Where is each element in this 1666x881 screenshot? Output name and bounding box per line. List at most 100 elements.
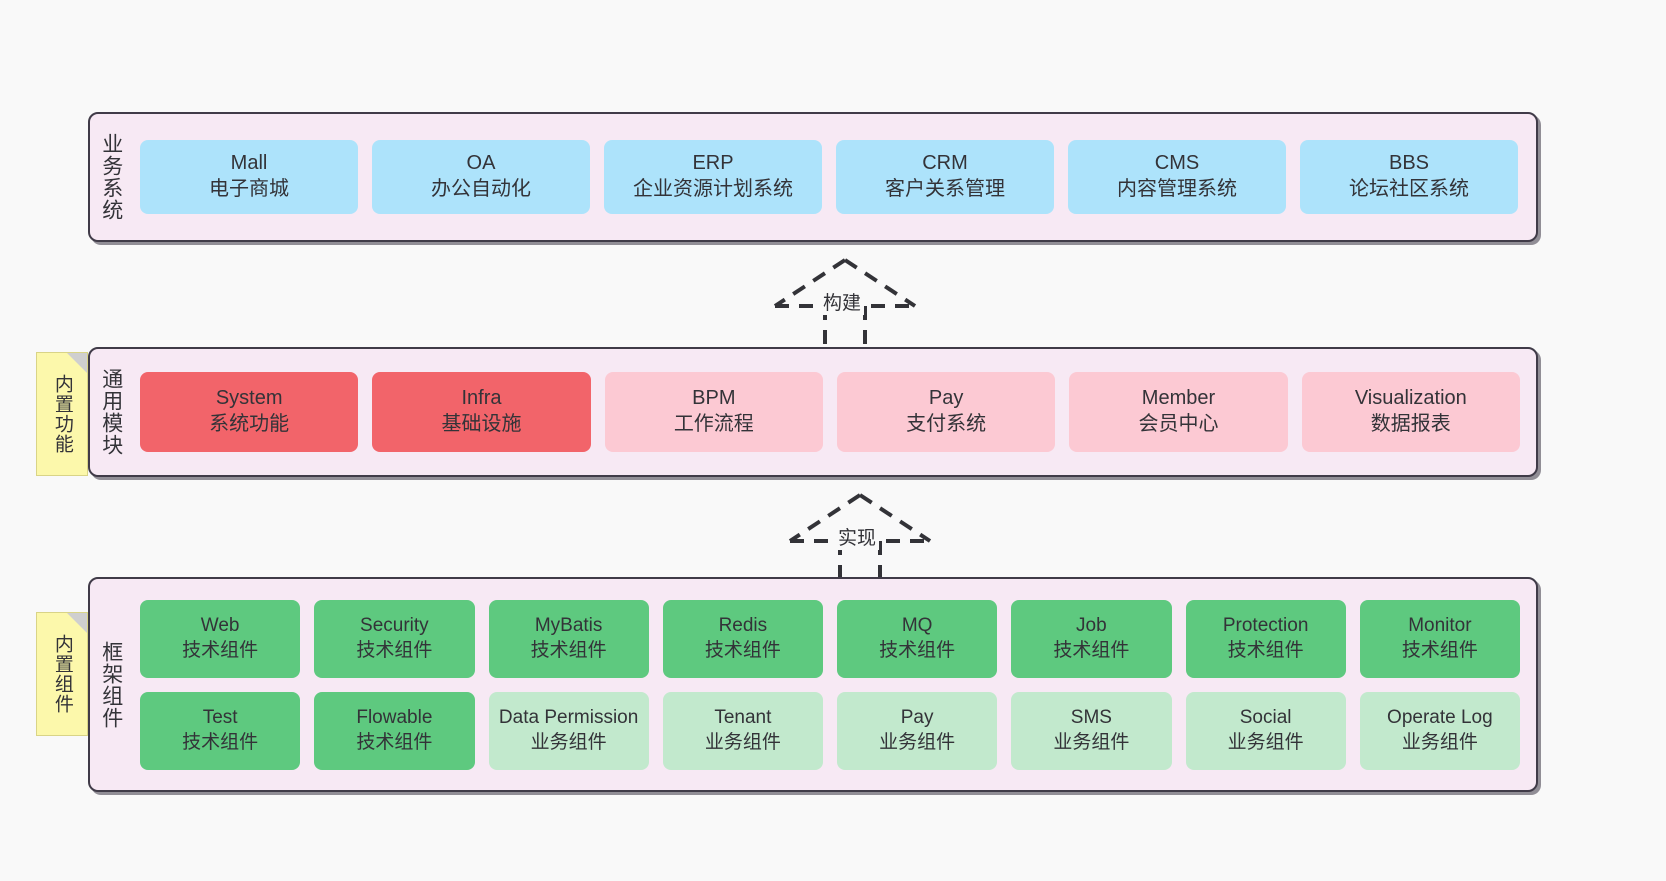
node-title-en: Mall <box>230 152 268 175</box>
node-title-cn: 业务组件 <box>704 731 781 753</box>
node-mq[interactable]: MQ 技术组件 <box>837 599 998 678</box>
connector-label-build: 构建 <box>820 288 865 315</box>
node-sms[interactable]: SMS 业务组件 <box>1011 691 1172 770</box>
layer-label-business-systems: 业务系统 <box>99 133 123 221</box>
connector-implement: 实现 <box>750 487 970 587</box>
node-title-cn: 技术组件 <box>1053 639 1130 661</box>
node-title-cn: 企业资源计划系统 <box>633 178 793 200</box>
node-title-en: Member <box>1141 387 1216 410</box>
node-title-cn: 数据报表 <box>1370 413 1451 435</box>
node-title-en: Data Permission <box>498 707 639 729</box>
node-title-en: Infra <box>461 387 502 410</box>
node-data-permission[interactable]: Data Permission 业务组件 <box>488 691 649 770</box>
node-title-en: CRM <box>922 152 968 175</box>
node-title-cn: 办公自动化 <box>431 178 531 200</box>
layer-common-modules: 通用模块 System 系统功能 Infra 基础设施 BPM 工作流程 Pay… <box>88 347 1538 477</box>
node-title-en: Job <box>1076 615 1107 637</box>
node-job[interactable]: Job 技术组件 <box>1011 599 1172 678</box>
node-system[interactable]: System 系统功能 <box>140 372 359 452</box>
node-title-en: Pay <box>900 707 934 729</box>
node-title-cn: 业务组件 <box>530 731 607 753</box>
node-cms[interactable]: CMS 内容管理系统 <box>1068 140 1286 214</box>
node-title-cn: 系统功能 <box>209 413 290 435</box>
layer-label-common-modules: 通用模块 <box>99 368 123 456</box>
node-bpm[interactable]: BPM 工作流程 <box>604 372 823 452</box>
node-title-cn: 技术组件 <box>182 639 259 661</box>
node-monitor[interactable]: Monitor 技术组件 <box>1359 599 1520 678</box>
node-title-cn: 会员中心 <box>1138 413 1219 435</box>
node-title-en: Visualization <box>1354 387 1467 410</box>
node-visualization[interactable]: Visualization 数据报表 <box>1301 372 1520 452</box>
node-mybatis[interactable]: MyBatis 技术组件 <box>488 599 649 678</box>
layer-body-framework-components: Web 技术组件 Security 技术组件 MyBatis 技术组件 Redi… <box>132 579 1536 790</box>
node-title-cn: 业务组件 <box>1401 731 1478 753</box>
layer-framework-components: 框架组件 Web 技术组件 Security 技术组件 MyBatis 技术组件… <box>88 577 1538 792</box>
node-title-en: Test <box>202 707 238 729</box>
node-title-en: CMS <box>1154 152 1200 175</box>
node-tenant[interactable]: Tenant 业务组件 <box>662 691 823 770</box>
node-title-en: Pay <box>928 387 964 410</box>
node-title-en: SMS <box>1070 707 1112 729</box>
node-title-en: Monitor <box>1408 615 1472 637</box>
node-flowable[interactable]: Flowable 技术组件 <box>314 691 475 770</box>
layer-row: Test 技术组件 Flowable 技术组件 Data Permission … <box>140 691 1520 770</box>
node-title-en: MQ <box>901 615 933 637</box>
node-title-en: Tenant <box>714 707 772 729</box>
node-title-cn: 技术组件 <box>356 639 433 661</box>
node-infra[interactable]: Infra 基础设施 <box>372 372 591 452</box>
node-security[interactable]: Security 技术组件 <box>314 599 475 678</box>
node-member[interactable]: Member 会员中心 <box>1069 372 1288 452</box>
node-protection[interactable]: Protection 技术组件 <box>1185 599 1346 678</box>
node-mall[interactable]: Mall 电子商城 <box>140 140 358 214</box>
node-pay-module[interactable]: Pay 支付系统 <box>836 372 1056 452</box>
layer-row: System 系统功能 Infra 基础设施 BPM 工作流程 Pay 支付系统… <box>140 372 1520 452</box>
note-fold-icon <box>67 353 87 373</box>
node-title-en: Redis <box>718 615 768 637</box>
node-title-en: Operate Log <box>1387 707 1493 729</box>
node-title-cn: 工作流程 <box>673 413 754 435</box>
node-title-cn: 基础设施 <box>441 413 522 435</box>
node-title-en: Security <box>360 615 429 637</box>
node-title-cn: 业务组件 <box>879 731 956 753</box>
node-title-cn: 技术组件 <box>1401 639 1478 661</box>
node-title-en: OA <box>466 152 496 175</box>
node-title-cn: 业务组件 <box>1053 731 1130 753</box>
note-label: 内置功能 <box>51 374 73 454</box>
node-title-en: MyBatis <box>534 615 603 637</box>
node-title-en: Flowable <box>356 707 433 729</box>
node-title-cn: 客户关系管理 <box>885 178 1005 200</box>
node-bbs[interactable]: BBS 论坛社区系统 <box>1300 140 1518 214</box>
node-title-cn: 电子商城 <box>209 178 289 200</box>
node-operate-log[interactable]: Operate Log 业务组件 <box>1359 691 1520 770</box>
layer-label-framework-components: 框架组件 <box>99 640 123 729</box>
node-title-en: Social <box>1239 707 1292 729</box>
layer-row: Mall 电子商城 OA 办公自动化 ERP 企业资源计划系统 CRM 客户关系… <box>140 140 1518 214</box>
node-title-cn: 技术组件 <box>1227 639 1304 661</box>
node-oa[interactable]: OA 办公自动化 <box>372 140 590 214</box>
layer-body-common-modules: System 系统功能 Infra 基础设施 BPM 工作流程 Pay 支付系统… <box>132 349 1536 475</box>
node-title-en: System <box>215 387 283 410</box>
node-web[interactable]: Web 技术组件 <box>140 599 301 678</box>
node-title-cn: 技术组件 <box>879 639 956 661</box>
node-test[interactable]: Test 技术组件 <box>140 691 301 770</box>
node-erp[interactable]: ERP 企业资源计划系统 <box>604 140 822 214</box>
node-title-cn: 支付系统 <box>906 413 987 435</box>
node-redis[interactable]: Redis 技术组件 <box>662 599 823 678</box>
node-pay-component[interactable]: Pay 业务组件 <box>837 691 998 770</box>
layer-business-systems: 业务系统 Mall 电子商城 OA 办公自动化 ERP 企业资源计划系统 CRM… <box>88 112 1538 242</box>
note-fold-icon <box>67 613 87 633</box>
node-title-cn: 业务组件 <box>1227 731 1304 753</box>
layer-body-business-systems: Mall 电子商城 OA 办公自动化 ERP 企业资源计划系统 CRM 客户关系… <box>132 114 1536 240</box>
note-builtin-features: 内置功能 <box>36 352 88 476</box>
node-social[interactable]: Social 业务组件 <box>1185 691 1346 770</box>
node-title-en: BPM <box>692 387 736 410</box>
node-crm[interactable]: CRM 客户关系管理 <box>836 140 1054 214</box>
node-title-cn: 技术组件 <box>182 731 259 753</box>
connector-build: 构建 <box>735 252 955 352</box>
node-title-en: Protection <box>1222 615 1309 637</box>
node-title-cn: 技术组件 <box>704 639 781 661</box>
node-title-cn: 内容管理系统 <box>1117 178 1237 200</box>
node-title-cn: 技术组件 <box>356 731 433 753</box>
note-builtin-components: 内置组件 <box>36 612 88 736</box>
